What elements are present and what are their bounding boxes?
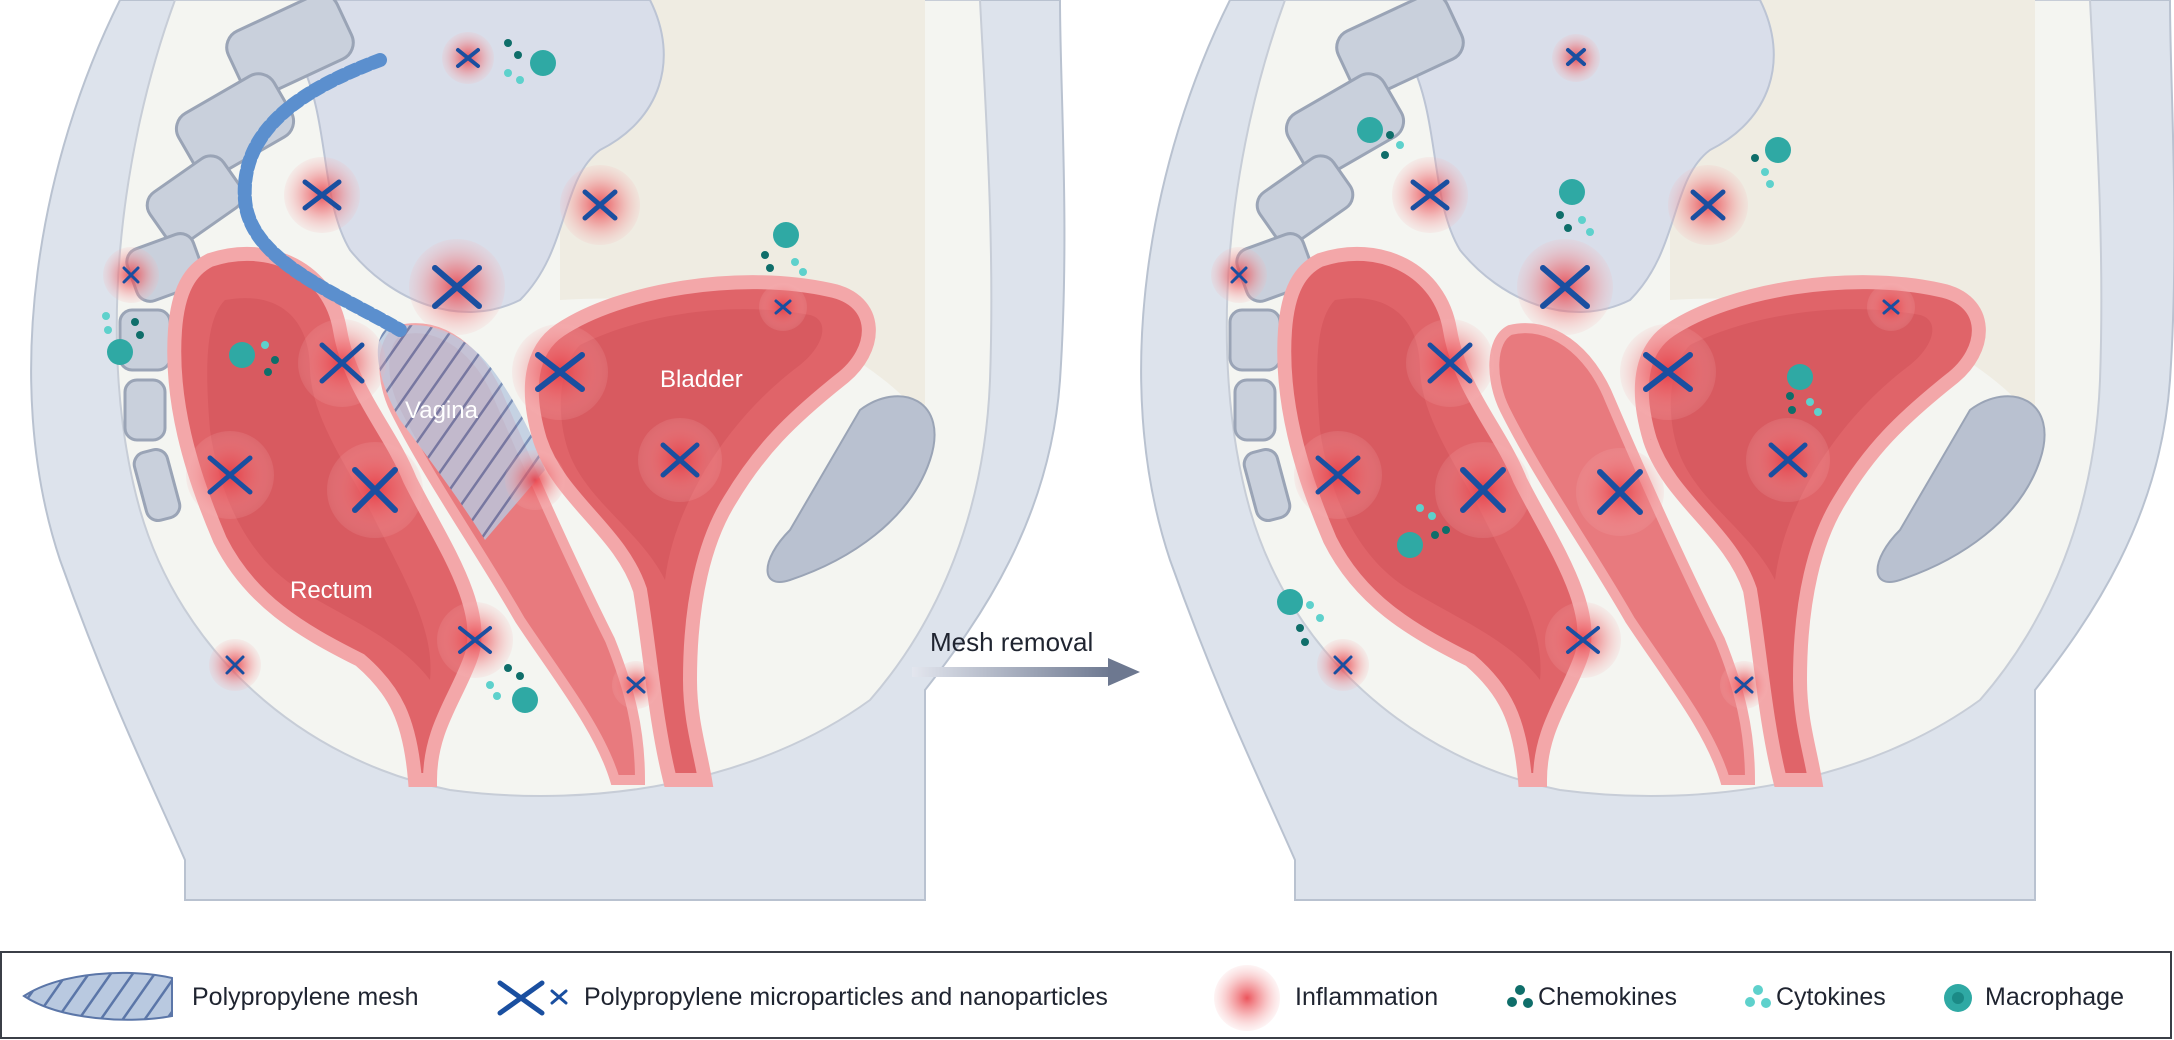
rectum-lumen (207, 298, 431, 680)
spine (1228, 0, 1465, 523)
legend-label-mesh: Polypropylene mesh (192, 983, 419, 1011)
rectum-lumen (1317, 298, 1541, 680)
immune-cells (1277, 117, 1822, 646)
legend-item-chemokines: Chemokines (1507, 983, 1677, 1011)
mesh-implant (377, 325, 545, 540)
panel-before-removal: Vagina Bladder Rectum (30, 0, 1066, 901)
vagina-label: Vagina (405, 397, 479, 424)
chemokine-icon (1507, 985, 1533, 1008)
rectum-label: Rectum (290, 577, 373, 604)
legend-label-inflammation: Inflammation (1295, 983, 1438, 1011)
legend-label-particles: Polypropylene microparticles and nanopar… (584, 983, 1108, 1011)
legend-label-chemokines: Chemokines (1538, 983, 1677, 1011)
legend-item-macrophage: Macrophage (1944, 983, 2124, 1012)
pubic-bone (766, 395, 936, 583)
particle-icon (497, 980, 568, 1016)
mesh-arm (237, 53, 407, 337)
mesh-removal-label: Mesh removal (930, 627, 1093, 657)
legend: Polypropylene mesh Polypropylene micropa… (0, 951, 2172, 1039)
legend-label-macrophage: Macrophage (1985, 983, 2124, 1011)
mesh-icon (22, 971, 173, 1021)
legend-item-particles: Polypropylene microparticles and nanopar… (497, 980, 1108, 1016)
legend-item-cytokines: Cytokines (1745, 983, 1886, 1011)
legend-item-inflammation: Inflammation (1214, 965, 1438, 1031)
inflammation-icon (1214, 965, 1280, 1031)
bladder-label: Bladder (660, 366, 743, 393)
legend-item-mesh: Polypropylene mesh (22, 971, 419, 1021)
cytokine-icon (1745, 985, 1771, 1008)
vagina (1489, 323, 1756, 785)
particles (122, 48, 792, 694)
pubic-bone (1876, 395, 2046, 583)
legend-label-cytokines: Cytokines (1776, 983, 1886, 1011)
particles (1230, 48, 1900, 694)
panel-after-removal (1140, 0, 2174, 901)
macrophage-icon (1944, 984, 1972, 1012)
legend-box (0, 951, 2172, 1039)
mesh-removal-arrow: Mesh removal (912, 627, 1140, 686)
immune-cells (102, 39, 807, 713)
